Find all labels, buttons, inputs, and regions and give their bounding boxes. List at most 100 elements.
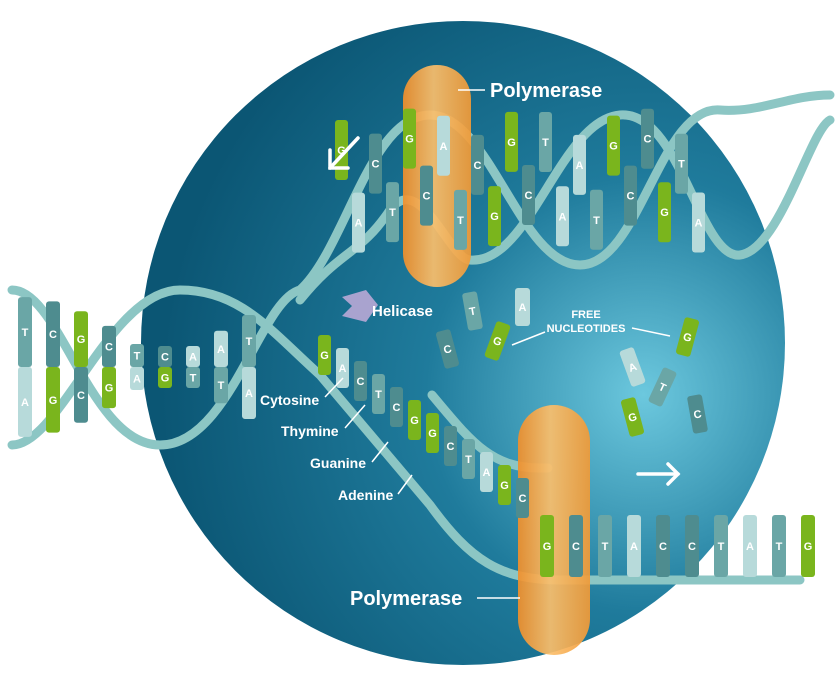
base-top-helix: A [437, 115, 450, 176]
free-nucleotides: FREE NUCLEOTIDES [511, 309, 671, 346]
free-nucleotide: A [515, 288, 530, 326]
base-block [369, 133, 382, 194]
base-pair-top: C [102, 325, 116, 367]
base-block [462, 439, 475, 479]
base-letter: A [339, 363, 347, 375]
guanine-label: Guanine [310, 455, 366, 471]
base-block [46, 301, 60, 367]
base-pair-top: C [46, 301, 60, 367]
base-block [556, 186, 569, 247]
base-letter: G [410, 415, 419, 427]
base-letter: C [49, 329, 57, 341]
base-leading-strand: G [426, 413, 439, 453]
base-letter: C [474, 160, 482, 172]
base-block [590, 189, 603, 250]
base-pair-bottom: C [74, 367, 88, 423]
base-block [573, 134, 586, 195]
base-letter: C [161, 352, 169, 364]
base-letter: C [519, 493, 527, 505]
base-top-helix: A [556, 186, 569, 247]
free-nucleotide: G [676, 317, 699, 357]
base-letter: T [134, 350, 141, 362]
base-block [641, 108, 654, 169]
base-block [186, 367, 200, 388]
base-block [676, 317, 699, 357]
free-nucleotide: G [621, 397, 644, 437]
base-letter: C [525, 190, 533, 202]
base-letter: T [678, 159, 685, 171]
base-block [74, 311, 88, 367]
base-letter: G [507, 137, 516, 149]
base-block [420, 165, 433, 226]
base-letter: A [627, 361, 639, 375]
free-nucleotide: T [648, 367, 677, 407]
base-bottom-template: A [743, 515, 757, 577]
base-block [714, 515, 728, 577]
base-letter: C [644, 134, 652, 146]
base-block [242, 314, 256, 367]
base-block [336, 348, 349, 388]
base-leading-strand: C [516, 478, 529, 518]
base-letter: G [428, 428, 437, 440]
base-bottom-template: C [685, 515, 699, 577]
base-block [462, 291, 483, 331]
base-letter: A [746, 541, 754, 553]
base-block [186, 346, 200, 367]
base-pair-top: A [186, 346, 200, 367]
base-letter: T [246, 336, 253, 348]
base-leading-strand: T [372, 374, 385, 414]
base-block [658, 182, 671, 243]
polymerase-top-label: Polymerase [490, 80, 602, 102]
base-letter: G [161, 373, 170, 385]
base-letter: A [245, 388, 253, 400]
base-block [242, 367, 256, 420]
base-bottom-template: G [540, 515, 554, 577]
base-bottom-template: T [598, 515, 612, 577]
base-block [454, 189, 467, 250]
cytosine-label: Cytosine [260, 392, 319, 408]
base-pair-bottom: G [102, 367, 116, 409]
base-letter: C [442, 343, 453, 357]
base-block [46, 367, 60, 433]
base-letter: G [500, 480, 509, 492]
base-leading-strand: C [390, 387, 403, 427]
base-letter: G [543, 541, 552, 553]
base-block [540, 515, 554, 577]
base-letter: A [483, 467, 491, 479]
base-block [214, 330, 228, 367]
helicase: Helicase [342, 290, 433, 322]
base-block [74, 367, 88, 423]
base-block [390, 387, 403, 427]
helicase-icon [342, 290, 378, 322]
base-letter: G [405, 134, 414, 146]
base-block [426, 413, 439, 453]
base-bottom-template: G [801, 515, 815, 577]
free-nucleotide: G [484, 321, 511, 361]
base-letter: A [217, 344, 225, 356]
base-leading-strand: A [480, 452, 493, 492]
base-top-helix: G [607, 115, 620, 176]
base-letter: C [659, 541, 667, 553]
base-top-helix: T [386, 182, 399, 243]
base-pair-bottom: T [186, 367, 200, 388]
base-bottom-template: T [714, 515, 728, 577]
base-top-helix: T [454, 189, 467, 250]
base-block [516, 478, 529, 518]
base-letter: C [447, 441, 455, 453]
direction-arrow-left-icon [328, 136, 360, 170]
base-block [515, 288, 530, 326]
base-letter: G [77, 334, 86, 346]
base-pair-top: A [214, 330, 228, 367]
base-letter: A [189, 352, 197, 364]
base-letter: T [602, 541, 609, 553]
base-bottom-template: T [772, 515, 786, 577]
base-top-helix: C [641, 108, 654, 169]
direction-arrow-right-icon [636, 462, 681, 486]
base-block [522, 165, 535, 226]
base-letter: T [593, 215, 600, 227]
base-block [403, 108, 416, 169]
base-block [480, 452, 493, 492]
base-pair-rungs: TACGGCCGTACGATATTAGACTGCATCGGCTAATGCCGTA… [18, 108, 815, 577]
base-block [444, 426, 457, 466]
